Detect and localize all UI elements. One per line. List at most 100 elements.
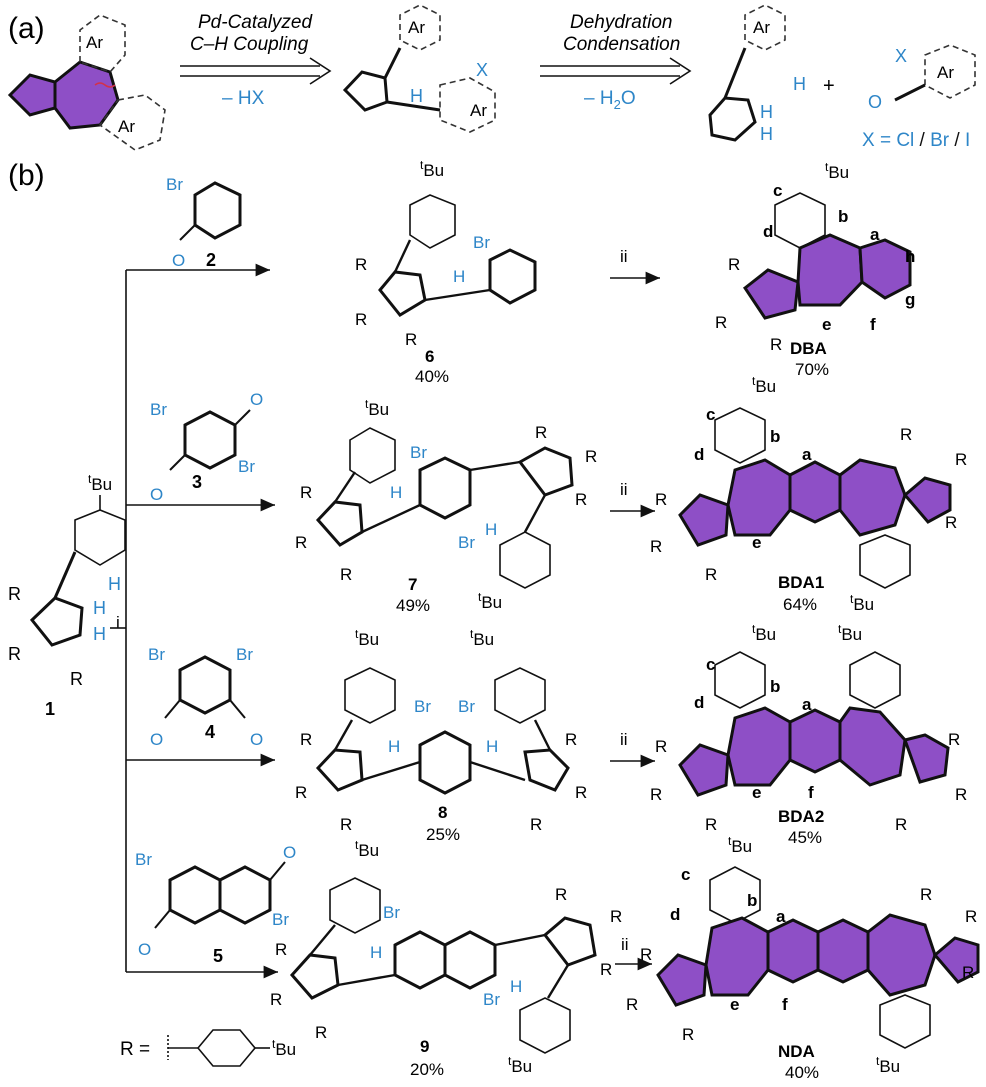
h-label: H — [93, 624, 106, 644]
arrow1-label-line1: Pd-Catalyzed — [198, 12, 313, 33]
h-label: H — [760, 102, 773, 122]
r-label: R — [270, 990, 282, 1009]
intermediate-7-structure — [315, 427, 574, 589]
r-label: R — [575, 783, 587, 802]
r-label: R — [945, 513, 957, 532]
aldehyde-3-structure — [169, 409, 251, 471]
panel-a-label: (a) — [8, 12, 45, 45]
r-label: R — [962, 963, 974, 982]
tbu-label: tBu — [88, 472, 112, 494]
tbu-label: tBu — [752, 622, 776, 644]
aldehyde-number: 3 — [192, 472, 202, 492]
intermediate-8-structure — [315, 667, 570, 795]
intermediate-9-structure — [289, 877, 597, 1054]
r-label: R — [355, 310, 367, 329]
r-definition-label: R = — [120, 1039, 150, 1060]
step-ii-label: ii — [620, 480, 628, 499]
h-label: H — [388, 737, 400, 756]
br-label: Br — [458, 533, 475, 552]
reagent-i-label: i — [116, 613, 120, 632]
aldehyde-number: 5 — [213, 946, 223, 966]
r-label: R — [295, 783, 307, 802]
panel-b-label: (b) — [8, 159, 45, 192]
r-label: R — [315, 1023, 327, 1042]
tbu-label: tBu — [478, 590, 502, 612]
r-label: R — [535, 423, 547, 442]
r-label: R — [555, 885, 567, 904]
edge-label-g: g — [905, 290, 915, 309]
intermediate-6-structure — [378, 194, 537, 317]
r-label: R — [575, 490, 587, 509]
r-label: R — [948, 730, 960, 749]
r-label: R — [650, 537, 662, 556]
product-bda1-structure — [678, 407, 952, 589]
r-label: R — [920, 885, 932, 904]
tbu-label: tBu — [825, 160, 849, 182]
br-label: Br — [238, 457, 255, 476]
r-label: R — [340, 815, 352, 834]
h-label: H — [390, 483, 402, 502]
intermediate-yield: 20% — [410, 1060, 444, 1079]
r-label: R — [965, 907, 977, 926]
edge-label-f: f — [870, 315, 876, 334]
o-label: O — [868, 92, 882, 112]
edge-label-e: e — [730, 995, 739, 1014]
r-label: R — [585, 447, 597, 466]
br-label: Br — [410, 443, 427, 462]
h-label: H — [485, 520, 497, 539]
aldehyde-number: 4 — [205, 722, 215, 742]
retro-arrow-1 — [180, 57, 332, 85]
tbu-label: tBu — [420, 158, 444, 180]
intermediate-yield: 25% — [426, 825, 460, 844]
r-label: R — [728, 255, 740, 274]
tbu-label: tBu — [272, 1037, 296, 1059]
tbu-label: tBu — [508, 1054, 532, 1076]
edge-label-f: f — [808, 783, 814, 802]
ar-label: Ar — [118, 117, 135, 136]
intermediate-number: 6 — [425, 347, 434, 366]
r-label: R — [900, 425, 912, 444]
br-label: Br — [148, 645, 165, 664]
ar-label: Ar — [470, 101, 487, 120]
r-label: R — [275, 940, 287, 959]
edge-label-a: a — [776, 907, 786, 926]
br-label: Br — [414, 697, 431, 716]
o-label: O — [283, 843, 296, 862]
intermediate-number: 7 — [408, 575, 417, 594]
tbu-label: tBu — [728, 834, 752, 856]
r-label: R — [705, 815, 717, 834]
panel-a-fragment-cyclopentadiene — [708, 4, 786, 142]
r-label: R — [770, 335, 782, 354]
compound-1-structure — [29, 495, 126, 647]
r-label: R — [295, 533, 307, 552]
product-yield: 64% — [783, 595, 817, 614]
edge-label-d: d — [694, 445, 704, 464]
o-label: O — [150, 485, 163, 504]
r-label: R — [715, 313, 727, 332]
edge-label-e: e — [822, 315, 831, 334]
o-label: O — [250, 730, 263, 749]
arrow2-label-line2: Condensation — [563, 34, 680, 55]
edge-label-a: a — [802, 695, 812, 714]
edge-label-e: e — [752, 783, 761, 802]
o-label: O — [250, 390, 263, 409]
r-label: R — [600, 960, 612, 979]
product-bda2-structure — [678, 651, 950, 797]
edge-label-e: e — [752, 533, 761, 552]
r-label: R — [565, 730, 577, 749]
aldehyde-4-structure — [164, 655, 246, 719]
branch-lines — [110, 263, 278, 979]
intermediate-number: 8 — [438, 803, 447, 822]
h-label: H — [760, 124, 773, 144]
h-label: H — [453, 267, 465, 286]
r-label: R — [955, 785, 967, 804]
tbu-label: tBu — [365, 397, 389, 419]
r-label: R — [705, 565, 717, 584]
br-label: Br — [166, 175, 183, 194]
x-definition: X = Cl / Br / I — [862, 130, 970, 151]
product-name: NDA — [778, 1042, 815, 1061]
edge-label-a: a — [870, 225, 880, 244]
panel-a-azulene-structure — [7, 14, 166, 151]
tbu-label: tBu — [838, 622, 862, 644]
